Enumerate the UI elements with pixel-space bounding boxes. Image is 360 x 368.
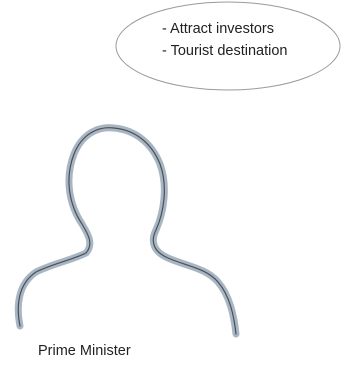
person-silhouette-icon: [14, 124, 240, 338]
person-caption: Prime Minister: [38, 343, 131, 359]
thought-bubble: - Attract investors - Tourist destinatio…: [114, 0, 342, 92]
thought-bubble-outline: [115, 1, 341, 91]
bubble-line-2: - Tourist destination: [162, 43, 288, 59]
bubble-line-1: - Attract investors: [162, 21, 275, 37]
thought-bubble-text: - Attract investors - Tourist destinatio…: [162, 18, 287, 62]
prime-minister-figure: [0, 120, 260, 345]
